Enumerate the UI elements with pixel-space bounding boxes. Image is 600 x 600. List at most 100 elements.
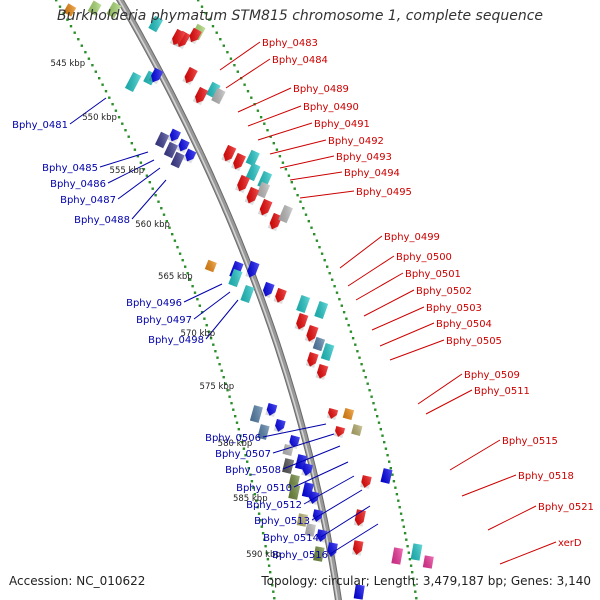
gene-label: Bphy_0495 [356,187,412,198]
track-dot-outer [376,415,379,418]
track-dot-inner [127,135,130,138]
gene-feature [305,351,319,369]
gene-feature [148,15,164,33]
gene-feature [312,336,326,352]
gene-label: Bphy_0511 [474,386,530,397]
track-dot-outer [342,311,346,314]
gene-feature [380,468,393,484]
backbone [115,0,342,600]
track-dot-inner [234,415,237,418]
gene-feature [307,491,320,505]
track-dot-outer [383,441,386,444]
track-dot-inner [250,480,254,483]
track-dot-inner [270,577,273,580]
track-dot-inner [273,597,276,600]
track-dot-outer [320,252,324,255]
gene-feature [296,513,308,527]
gene-feature [240,284,255,304]
track-dot-outer [299,200,302,203]
gene-feature [267,212,283,232]
connector-line [339,235,383,269]
kbp-tick-label: 585 kbp [233,494,268,504]
gene-label: Bphy_0486 [50,179,106,190]
track-dots [55,0,418,600]
track-dot-outer [266,129,269,132]
track-dot-inner [261,532,265,535]
gene-feature [315,529,328,543]
gene-label: Bphy_0484 [272,55,328,66]
track-dot-inner [263,538,266,541]
gene-feature [353,584,365,600]
track-dot-outer [397,499,400,502]
connector-line [99,151,149,168]
accession-text: Accession: NC_010622 [9,574,146,588]
connector-line [237,87,292,113]
track-dot-outer [310,226,313,229]
gene-feature [148,67,164,85]
track-dot-inner [157,200,160,203]
track-dot-inner [193,291,197,294]
gene-label: Bphy_0502 [416,286,472,297]
connector-line [289,171,343,181]
track-dot-inner [133,148,137,151]
track-dot-outer [211,25,215,28]
track-dot-inner [259,519,262,522]
gene-feature [351,424,363,436]
connector-line [449,439,501,471]
track-dot-inner [218,363,221,366]
gene-label: Bphy_0503 [426,303,482,314]
gene-label: Bphy_0509 [464,370,520,381]
track-dot-inner [256,506,259,509]
track-dot-outer [411,571,414,574]
gene-feature [221,144,237,164]
kbp-tick-label: 545 kbp [50,59,85,69]
gene-label: Bphy_0499 [384,232,440,243]
track-dot-outer [370,395,373,398]
track-dot-outer [395,493,399,496]
gene-label: Bphy_0494 [344,168,400,179]
track-dot-inner [148,181,151,184]
gene-feature [228,268,243,288]
track-dot-outer [358,356,361,359]
track-dot-inner [160,207,163,210]
track-dot-outer [366,382,369,385]
track-dot-inner [203,317,206,320]
track-dot-inner [124,129,127,132]
gene-feature [314,300,329,320]
track-dot-inner [69,25,73,28]
track-dot-outer [222,44,225,47]
connector-line [299,190,355,199]
track-dot-inner [178,252,182,255]
track-dot-inner [244,454,247,457]
track-dot-outer [374,408,377,411]
track-dot-outer [246,90,250,93]
track-dot-inner [168,226,171,229]
gene-feature [265,402,278,418]
track-dot-inner [257,512,261,515]
gene-feature [176,138,190,154]
track-dot-outer [315,239,319,242]
track-dot-inner [176,246,179,249]
gene-feature [261,281,275,299]
gene-feature [192,86,209,106]
track-dot-inner [58,5,62,8]
track-dot-outer [281,161,285,164]
track-dot-outer [200,5,204,8]
track-dot-outer [351,337,355,340]
track-dot-outer [409,564,413,567]
track-dot-inner [173,239,177,242]
gene-label: Bphy_0489 [293,84,349,95]
track-dot-outer [403,532,407,535]
backbone-highlight [118,0,339,600]
gene-feature [278,204,293,224]
track-dot-inner [214,350,217,353]
track-dot-outer [307,220,310,223]
track-dot-inner [252,486,255,489]
track-dot-inner [266,558,270,561]
gene-feature [182,66,198,86]
track-dot-inner [226,389,229,392]
track-dot-outer [278,155,282,158]
gene-label: Bphy_0488 [74,215,130,226]
gene-label: Bphy_0512 [246,500,302,511]
gene-feature [124,71,142,93]
